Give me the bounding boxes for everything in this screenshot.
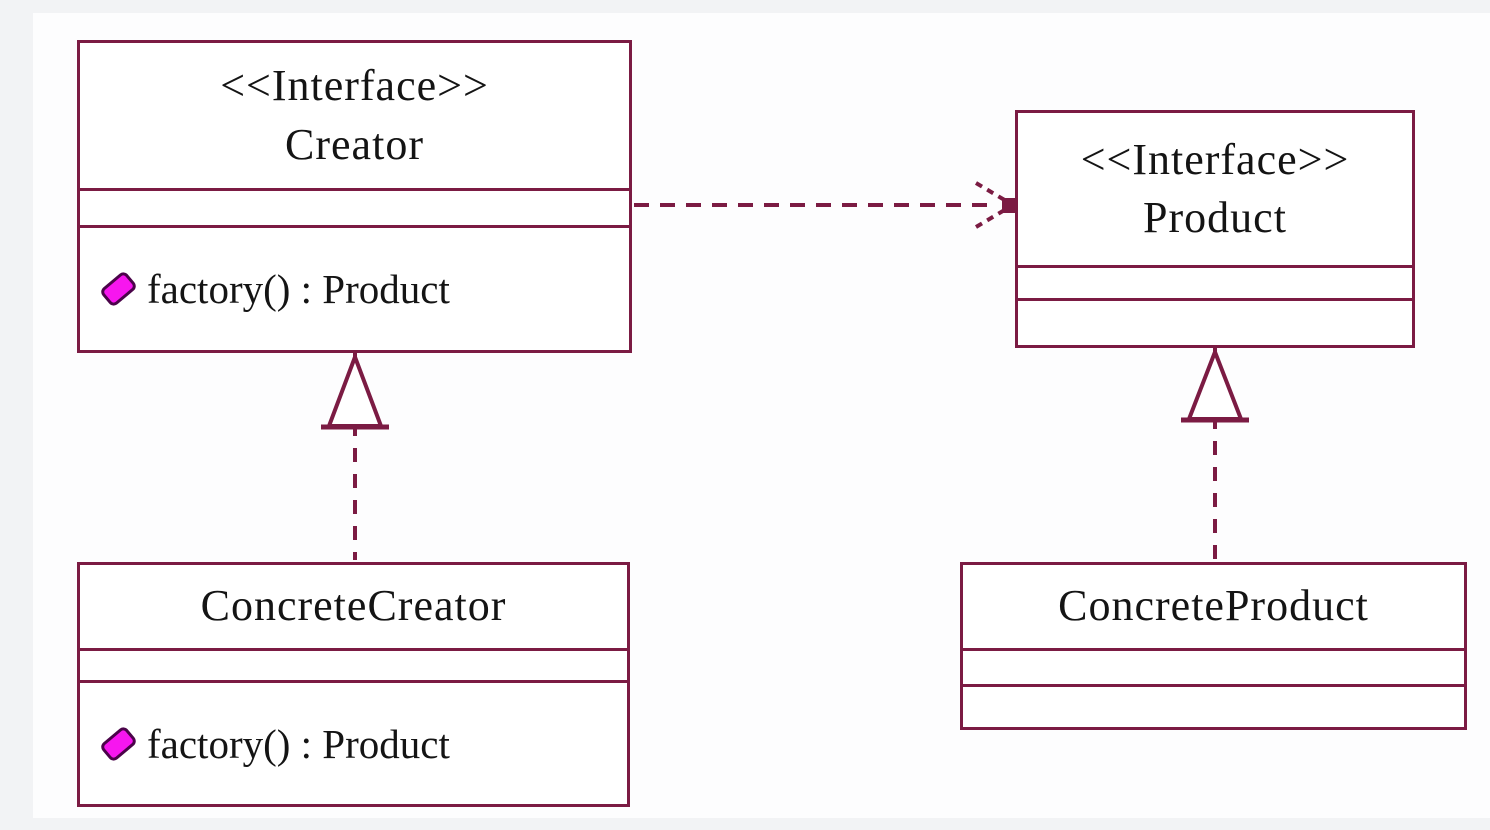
class-concrete-product: ConcreteProduct [960,562,1467,730]
class-product-stereotype: <<Interface>> [1080,134,1350,184]
class-creator-attributes-compartment [80,191,629,228]
class-concrete-product-title-compartment: ConcreteProduct [963,565,1464,651]
class-concrete-creator: ConcreteCreator factory() : Product [77,562,630,807]
operation-row: factory() : Product [80,720,450,768]
class-product-attributes-compartment [1018,268,1412,301]
method-diamond-icon [98,724,139,763]
class-creator-name: Creator [285,119,424,169]
method-diamond-icon [98,269,139,309]
class-product-operations-compartment [1018,301,1412,345]
class-concrete-creator-attributes-compartment [80,651,627,683]
class-concrete-product-operations-compartment [963,687,1464,727]
class-creator-title-compartment: <<Interface>> Creator [80,43,629,191]
class-concrete-creator-title-compartment: ConcreteCreator [80,565,627,651]
class-concrete-creator-name: ConcreteCreator [200,581,507,631]
class-creator-stereotype: <<Interface>> [220,61,489,111]
class-concrete-creator-operations-compartment: factory() : Product [80,683,627,804]
operation-label: factory() : Product [147,266,450,312]
class-product-name: Product [1143,193,1287,242]
operation-row: factory() : Product [80,265,450,313]
class-concrete-product-name: ConcreteProduct [1058,581,1369,631]
class-concrete-product-attributes-compartment [963,651,1464,687]
class-creator: <<Interface>> Creator factory() : Produc… [77,40,632,353]
class-creator-operations-compartment: factory() : Product [80,228,629,350]
operation-label: factory() : Product [147,720,450,767]
class-product: <<Interface>> Product [1015,110,1415,348]
class-product-title-compartment: <<Interface>> Product [1018,113,1412,268]
